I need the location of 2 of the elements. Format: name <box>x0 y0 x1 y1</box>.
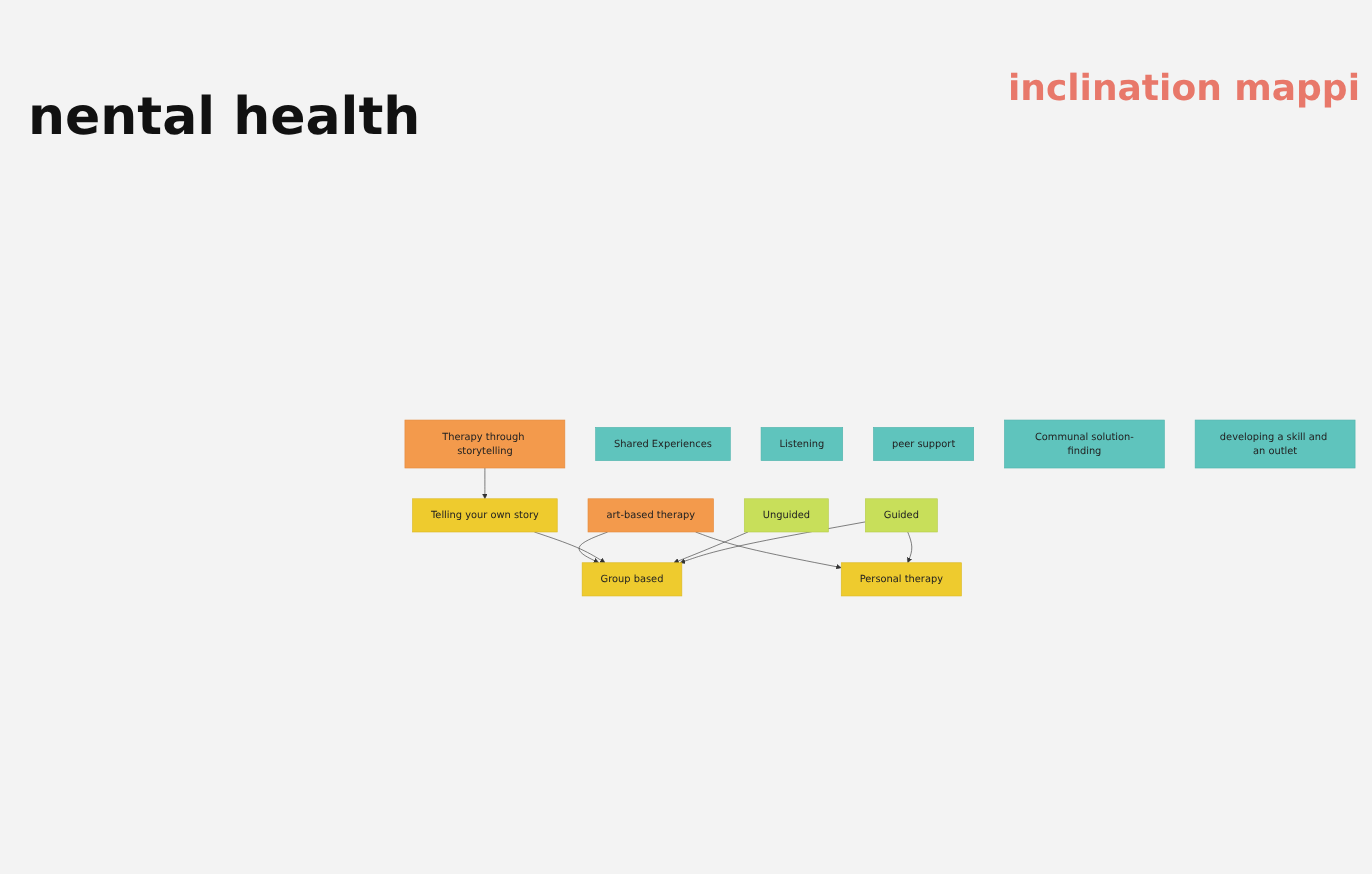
title: nental health <box>28 88 421 148</box>
corner-note: inclination mappi <box>1007 68 1360 110</box>
